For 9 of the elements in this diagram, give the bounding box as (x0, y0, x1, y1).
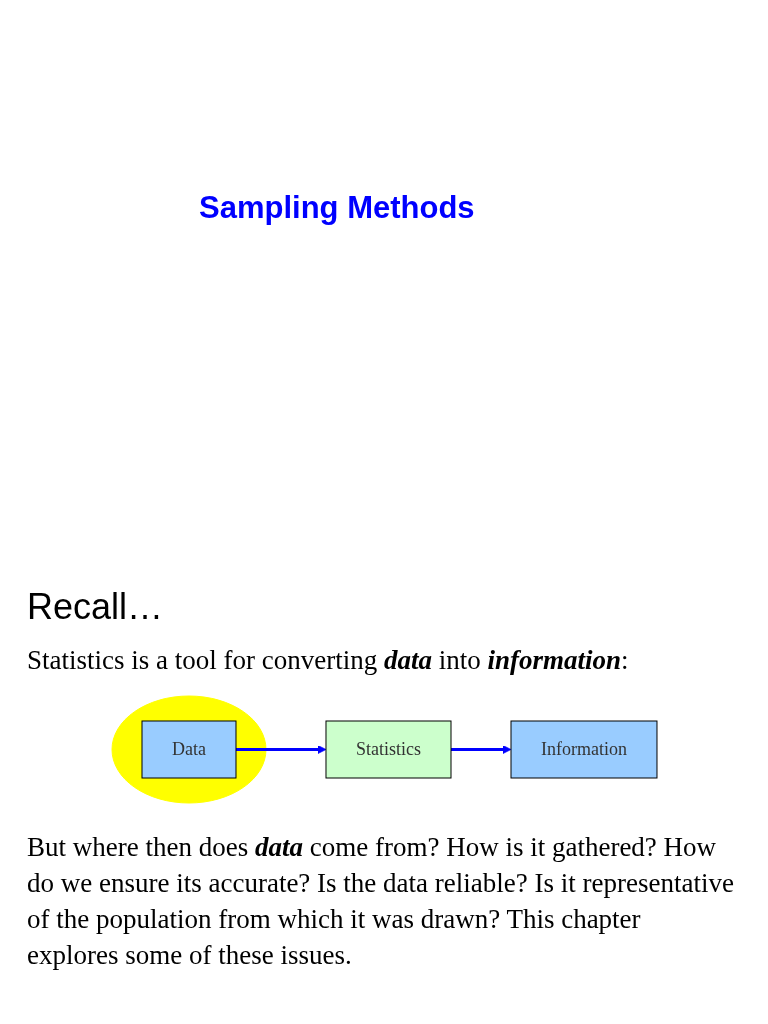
process-box: Data (141, 720, 236, 779)
process-box: Information (510, 720, 657, 779)
heading: Recall… (27, 586, 164, 628)
paragraph: Statistics is a tool for converting data into information: (27, 644, 630, 677)
paragraph: But where then does data come from? How is it gathered? How do we ensure its accurate? Is the data reliable? Is it representative of the population from which it was drawn? This chapter explores some of these issues. (27, 831, 735, 972)
arrow (235, 745, 326, 754)
arrow (450, 745, 511, 754)
process-box: Statistics (325, 720, 451, 779)
slide-title: Sampling Methods (198, 190, 476, 226)
